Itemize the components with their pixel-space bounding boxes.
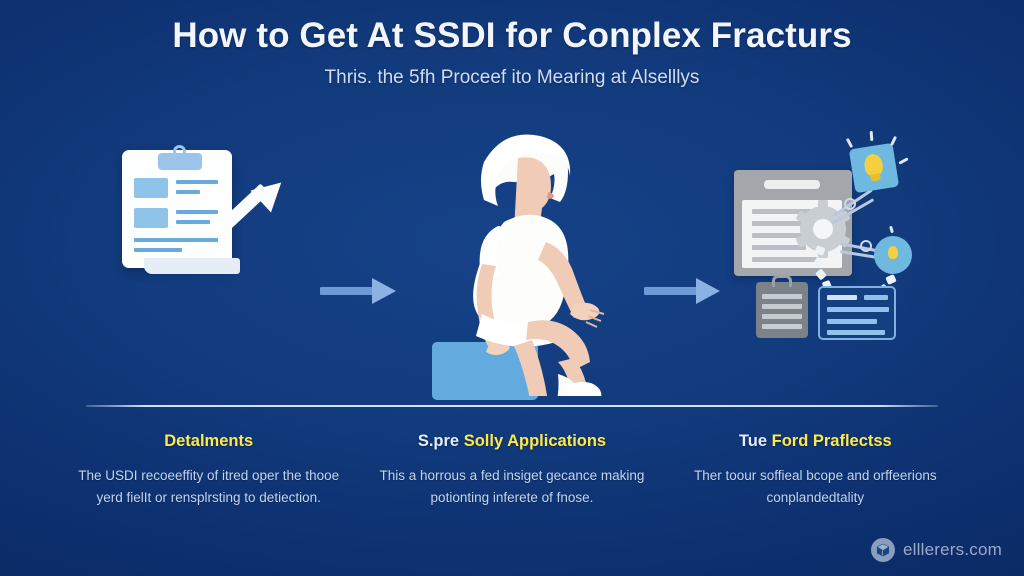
light-ray <box>845 137 854 149</box>
lightbulb-idea-icon <box>848 142 900 194</box>
clipboard-text-line <box>134 248 182 252</box>
form-card-row <box>827 295 857 300</box>
form-card-icon <box>818 286 896 340</box>
light-ray <box>898 157 909 165</box>
document-text-line <box>752 209 822 214</box>
clipboard-row <box>762 314 802 319</box>
connector-node <box>860 240 872 252</box>
clipboard-block <box>134 178 168 198</box>
growth-arrow-icon <box>218 171 292 258</box>
clipboard-text-line <box>176 220 210 224</box>
path-dot <box>814 245 826 256</box>
page-title: How to Get At SSDI for Conplex Fracturs <box>172 16 852 55</box>
column-2: S.pre Solly Applications This a horrous … <box>373 432 650 509</box>
clipboard-icon <box>122 138 292 278</box>
idea-badge-icon <box>874 236 912 274</box>
arrow-head <box>372 278 396 304</box>
document-network-icon <box>722 130 922 340</box>
column-2-heading: S.pre Solly Applications <box>373 432 650 452</box>
light-ray <box>869 130 874 142</box>
arrow-right-icon <box>644 278 720 304</box>
illustration-stage <box>0 118 1024 400</box>
clipboard-block <box>134 208 168 228</box>
arrow-right-icon <box>320 278 396 304</box>
arrow-shaft <box>320 287 375 295</box>
clipboard-clamp <box>158 153 202 170</box>
clipboard-row <box>762 324 802 329</box>
lightbulb-base <box>870 173 881 182</box>
woman-figure-icon <box>473 134 605 396</box>
columns-section: Detalments The USDI recoeeffity of itred… <box>70 432 954 509</box>
column-2-heading-prefix: S.pre <box>417 432 464 450</box>
cube-glyph <box>877 543 890 557</box>
growth-arrow-head <box>250 171 292 213</box>
path-dot <box>813 256 825 269</box>
document-text-line <box>752 257 818 262</box>
light-ray <box>889 135 898 147</box>
page-subtitle: Thris. the 5fh Proceef ito Mearing at Al… <box>324 67 700 89</box>
clipboard-text-line <box>176 190 200 194</box>
seated-woman-illustration <box>412 118 642 400</box>
arrow-shaft <box>644 287 699 295</box>
watermark: elllerers.com <box>871 538 1002 562</box>
clipboard-board <box>122 145 240 274</box>
column-2-heading-text: Solly Applications <box>463 432 607 450</box>
column-2-body: This a horrous a fed insiget gecance mak… <box>379 467 645 505</box>
arrow-head <box>696 278 720 304</box>
column-3: Tue Ford Praflectss Ther toour soffieal … <box>677 432 954 509</box>
column-3-body: Ther toour soffieal bcope and orffeerion… <box>693 467 937 505</box>
form-card-row <box>827 307 889 312</box>
document-text-line <box>752 221 814 226</box>
document-text-line <box>752 245 806 250</box>
form-card-row <box>827 319 877 324</box>
column-3-heading-prefix: Tue <box>738 432 772 450</box>
clipboard-row <box>762 294 802 299</box>
clipboard-lock-shackle <box>772 275 792 287</box>
form-card-row <box>864 295 888 300</box>
mini-lightbulb <box>888 246 898 259</box>
clipboard-text-line <box>176 210 218 214</box>
cube-logo-icon <box>871 538 896 562</box>
section-divider <box>86 405 938 407</box>
watermark-text: elllerers.com <box>903 540 1002 559</box>
clipboard-page-curl <box>144 258 240 274</box>
column-1: Detalments The USDI recoeeffity of itred… <box>70 432 347 509</box>
gear-center-hole <box>813 219 833 239</box>
path-dot <box>885 274 897 285</box>
light-ray <box>889 225 894 234</box>
clipboard-text-line <box>134 238 218 242</box>
locked-clipboard-icon <box>756 275 808 338</box>
document-header-bar <box>764 180 820 189</box>
path-dot <box>815 268 827 281</box>
form-card-row <box>827 330 885 335</box>
column-1-heading-text: Detalments <box>164 432 254 450</box>
connector-node <box>844 198 856 210</box>
clipboard-ring <box>173 145 186 158</box>
column-1-heading: Detalments <box>70 432 347 452</box>
column-3-heading-text: Ford Praflectss <box>771 432 892 450</box>
clipboard-text-line <box>176 180 218 184</box>
column-1-body: The USDI recoeeffity of itred oper the t… <box>78 467 340 505</box>
gear-icon <box>795 200 851 258</box>
clipboard-row <box>762 304 802 309</box>
header: How to Get At SSDI for Conplex Fracturs … <box>0 16 1024 90</box>
column-3-heading: Tue Ford Praflectss <box>677 432 954 452</box>
document-text-line <box>752 233 824 238</box>
